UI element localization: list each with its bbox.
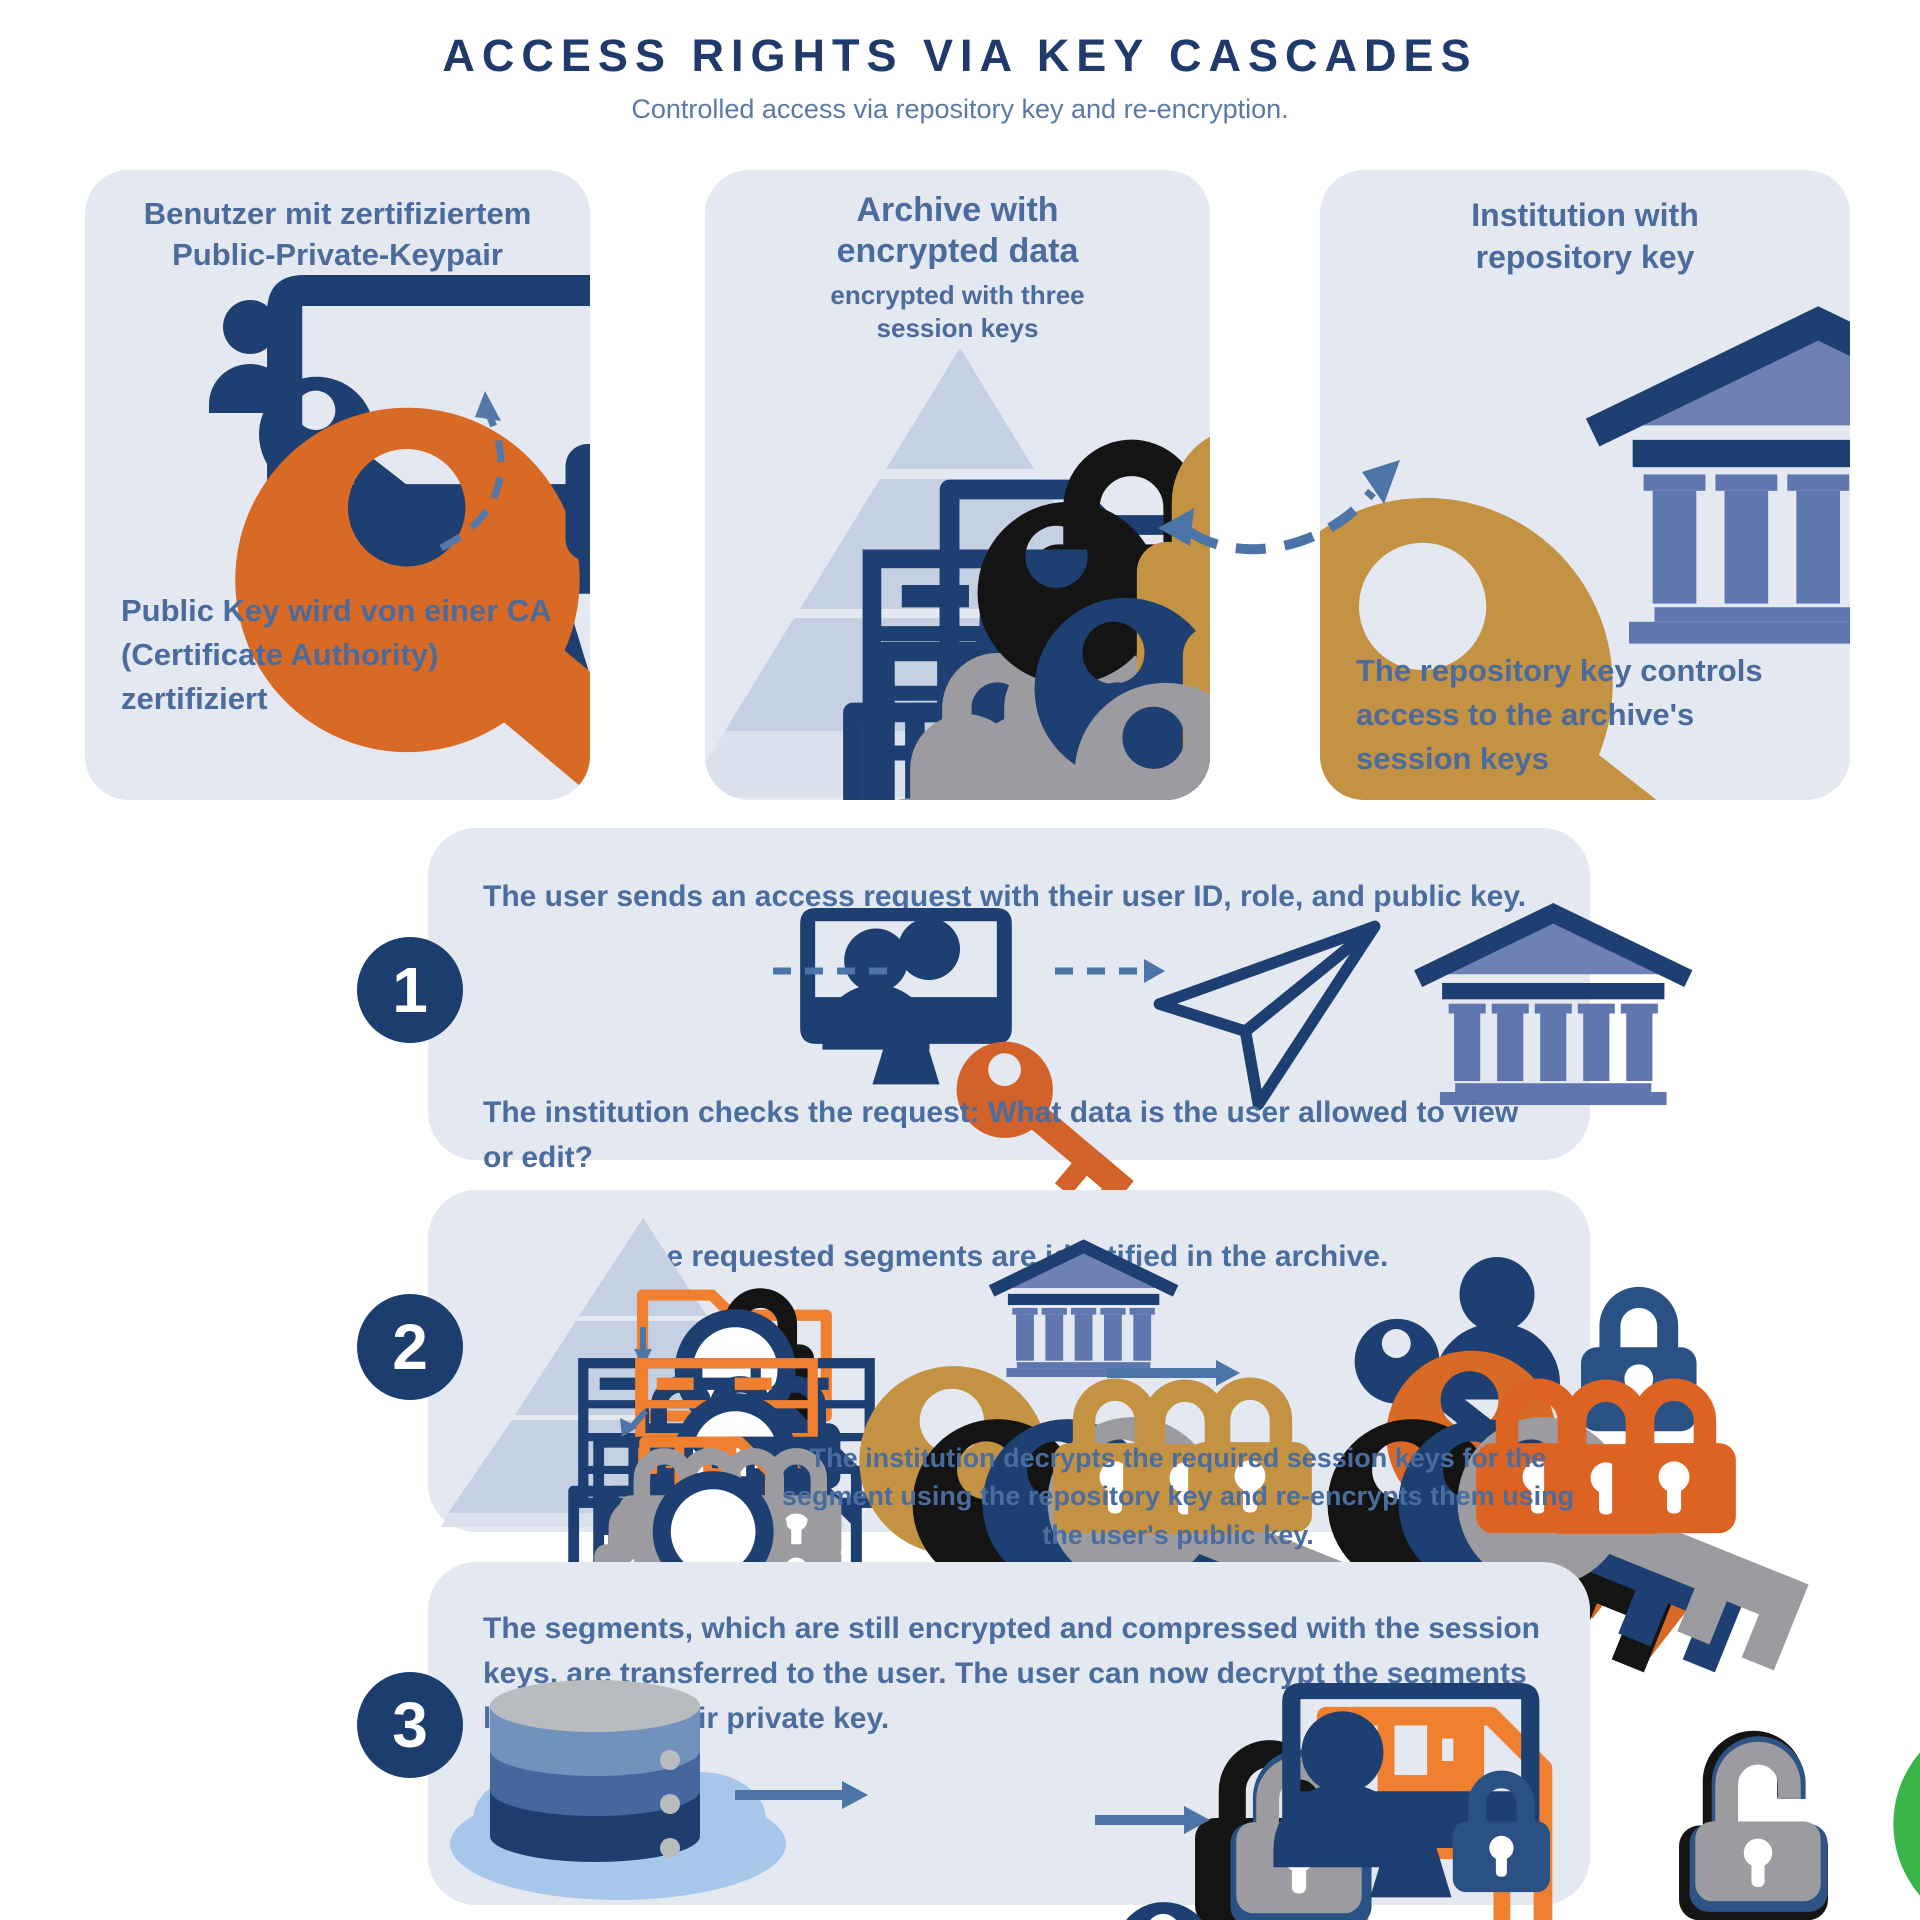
page-subtitle: Controlled access via repository key and… [631,94,1289,124]
step-3-panel: The segments, which are still encrypted … [428,1562,1590,1920]
step-2-panel: The requested segments are identified in… [428,1190,1832,1725]
step-3-illustration [450,1680,1578,1920]
step-1-illustration [773,898,1468,1228]
panel-archive-subheading: encrypted with three session keys [830,279,1085,344]
step-2-number: 2 [357,1294,463,1400]
reencrypt-arrow [1107,1360,1240,1386]
step-1-panel: The user sends an access request with th… [428,828,1590,1228]
drill-arrow-2 [620,1409,649,1437]
step-1-number: 1 [357,937,463,1043]
institution-icon [1418,913,1688,1105]
user-keypair-illustration [164,275,590,800]
ca-arrow [439,391,505,552]
panel-institution-caption: The repository key controls access to th… [1356,653,1763,777]
step-2-text-top: The requested segments are identified in… [629,1240,1389,1273]
key-badge-icon [898,918,1157,1228]
panel-archive: Archive with encrypted data encrypted wi… [705,170,1210,800]
step-1-text-bottom: The institution checks the request: What… [483,1096,1519,1174]
step-2-text-bottom: The institution decrypts the required se… [781,1443,1575,1550]
step-2-pyramid [441,1218,872,1527]
panel-institution-heading: Institution with repository key [1471,197,1699,276]
success-check-icon [1893,1714,1920,1920]
panel-archive-heading: Archive with encrypted data [836,191,1079,271]
institution-icon [1593,323,1850,643]
step-1-text-top: The user sends an access request with th… [483,880,1527,913]
panel-user-caption: Public Key wird von einer CA (Certificat… [121,593,551,717]
step-3-number: 3 [357,1672,463,1778]
panel-user-heading: Benutzer mit zertifiziertem Public-Priva… [143,196,532,272]
paper-plane-icon [1159,926,1374,1104]
decrypt-arrow-2 [1095,1806,1210,1834]
panel-user: Benutzer mit zertifiziertem Public-Priva… [85,170,590,800]
step-2-reencryption [821,1230,1832,1725]
key-exchange-arrow [1158,460,1400,555]
panel-institution: Institution with repository key The repo… [1320,170,1850,800]
archive-pyramid-illustration [705,348,1210,800]
database-icon [490,1680,700,1862]
institution-icon [992,1246,1176,1377]
certificate-lock-icon [566,375,590,561]
drill-arrow-1 [634,1327,652,1367]
transfer-arrow-1 [735,1781,868,1809]
page-title: ACCESS RIGHTS VIA KEY CASCADES [442,30,1478,81]
request-arrow [1055,959,1165,983]
